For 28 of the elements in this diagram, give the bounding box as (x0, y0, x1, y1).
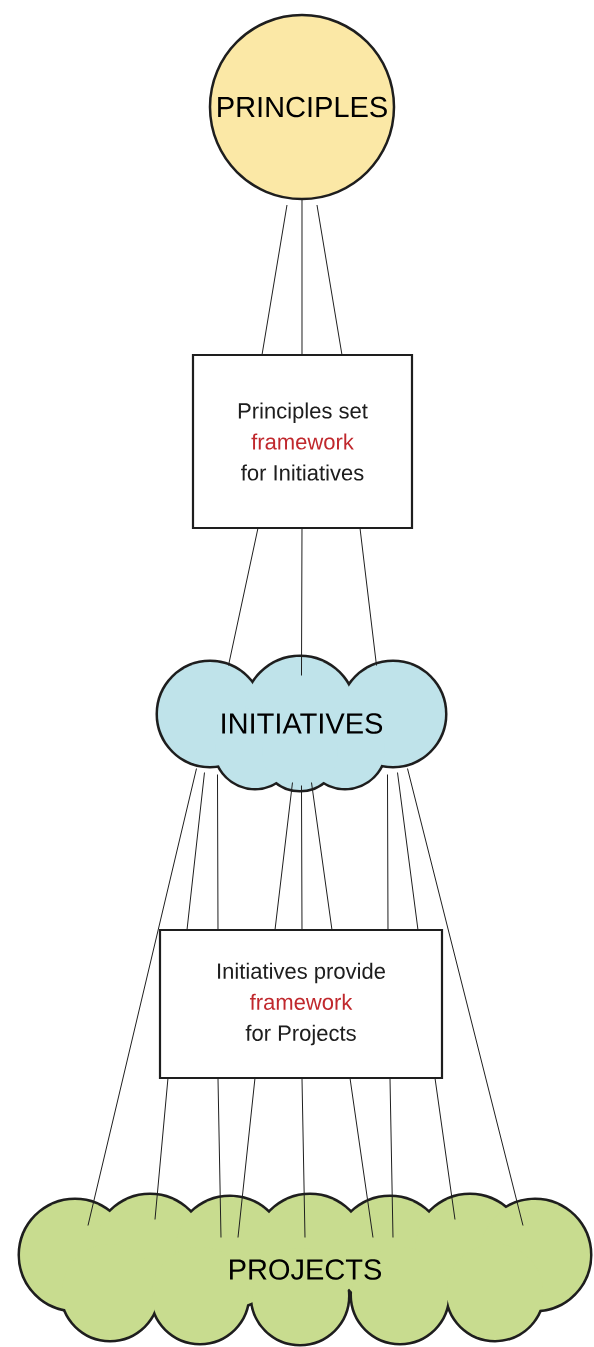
connector-line (407, 768, 524, 1226)
circle-node: PRINCIPLES (208, 13, 396, 201)
connector-line (274, 782, 293, 931)
connector-line (228, 527, 259, 666)
connector-line (434, 1077, 456, 1220)
connector-line (301, 199, 303, 356)
connector-line (387, 774, 389, 931)
connector-line (154, 1077, 169, 1220)
connector-line (186, 772, 205, 931)
text-box: Principles set framework for Initiatives (191, 353, 414, 530)
connector-line (311, 782, 333, 931)
connector-line (217, 774, 219, 931)
connector-line (237, 1077, 256, 1238)
connector-line (301, 1077, 306, 1238)
connector-line (349, 1077, 374, 1238)
connector-line (217, 1077, 222, 1238)
connector-line (359, 527, 377, 666)
cloud-node: PROJECTS (17, 1192, 593, 1347)
cloud-node: INITIATIVES (155, 654, 448, 793)
connector-line (316, 204, 343, 356)
connector-line (261, 204, 288, 356)
text-box: Initiatives provide framework for Projects (158, 928, 444, 1080)
connector-line (87, 768, 197, 1226)
connector-line (397, 772, 419, 931)
connector-line (389, 1077, 394, 1238)
connector-line (301, 527, 303, 676)
node-label: PROJECTS (230, 1259, 381, 1280)
connector-line (301, 785, 303, 931)
